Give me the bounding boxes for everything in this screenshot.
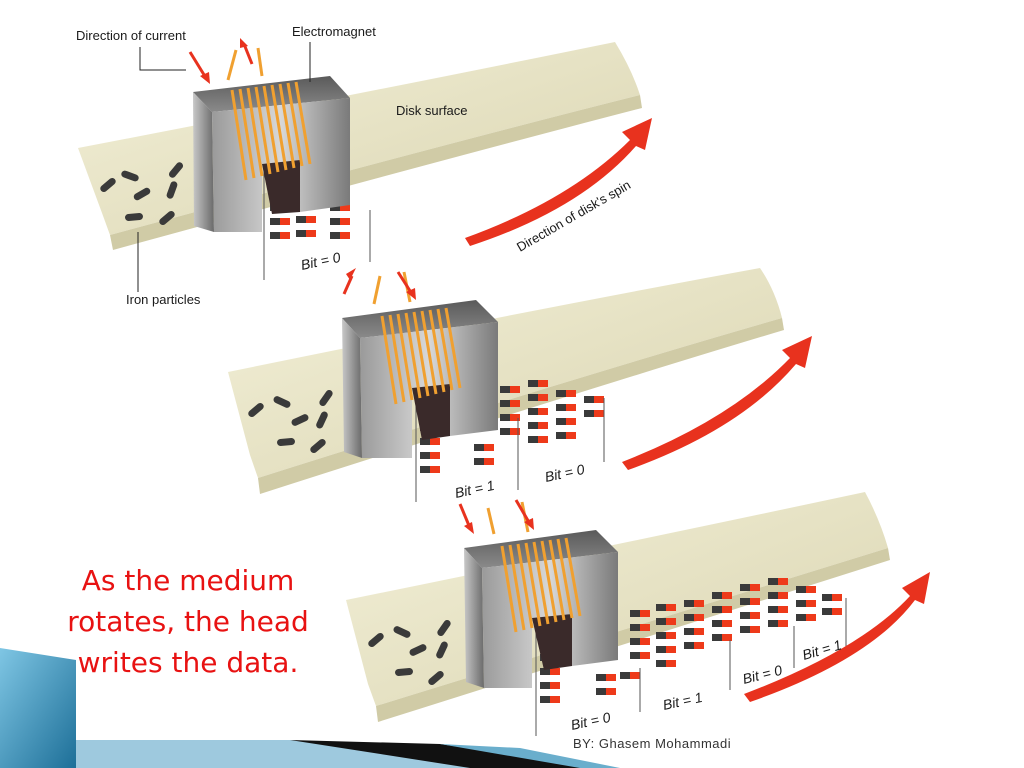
bit-domains-3 [535, 578, 847, 736]
panel-1: Direction of current Electromagnet Disk … [76, 24, 652, 307]
label-disk-surface: Disk surface [396, 103, 468, 118]
spin-arrow-2 [622, 336, 812, 470]
electromagnet-2 [342, 271, 498, 458]
panel-2: Bit = 1 Bit = 0 [228, 268, 812, 502]
label-iron-particles: Iron particles [126, 292, 201, 307]
label-electromagnet: Electromagnet [292, 24, 376, 39]
spin-arrow-3 [744, 572, 930, 702]
bit-label-2-1: Bit = 1 [453, 477, 496, 501]
bit-label-2-2: Bit = 0 [543, 461, 586, 485]
disk-surface-2 [228, 268, 782, 478]
bit-label-1-1: Bit = 0 [299, 249, 342, 273]
electromagnet-1 [193, 47, 350, 232]
slide-caption: As the medium rotates, the head writes t… [67, 564, 309, 679]
bit-label-3-1: Bit = 0 [569, 709, 612, 733]
panel-3: Bit = 0 Bit = 1 Bit = 0 Bit = 1 [346, 492, 930, 736]
bit-domains-1 [263, 170, 371, 280]
bit-label-3-2: Bit = 1 [661, 689, 704, 713]
spin-arrow-1 [465, 118, 652, 246]
electromagnet-3 [464, 501, 618, 688]
author-footer: BY: Ghasem Mohammadi [573, 736, 732, 751]
label-direction-of-current: Direction of current [76, 28, 186, 43]
